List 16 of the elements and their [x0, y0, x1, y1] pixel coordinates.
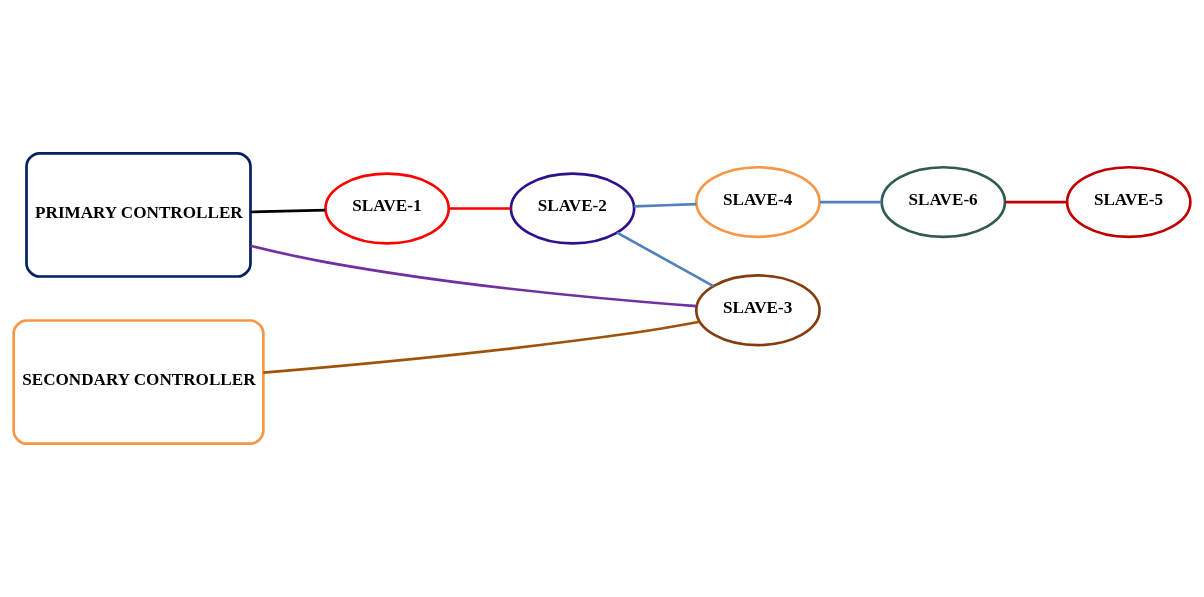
connector	[250, 208, 326, 214]
node-ellipse: SLAVE-3	[694, 274, 821, 347]
node-ellipse: SLAVE-6	[880, 165, 1007, 239]
node-ellipse: SLAVE-1	[324, 172, 451, 245]
connector	[250, 244, 697, 308]
connector	[263, 320, 700, 374]
node-ellipse: SLAVE-2	[509, 172, 636, 245]
node-ellipse: SLAVE-5	[1065, 165, 1192, 239]
node-box: PRIMARY CONTROLLER	[25, 151, 252, 278]
connector	[634, 202, 697, 208]
connector	[820, 200, 882, 204]
connector	[1005, 200, 1067, 204]
node-box: SECONDARY CONTROLLER	[12, 319, 265, 446]
node-ellipse: SLAVE-4	[694, 165, 821, 239]
connector	[616, 231, 715, 288]
connector	[449, 207, 511, 210]
